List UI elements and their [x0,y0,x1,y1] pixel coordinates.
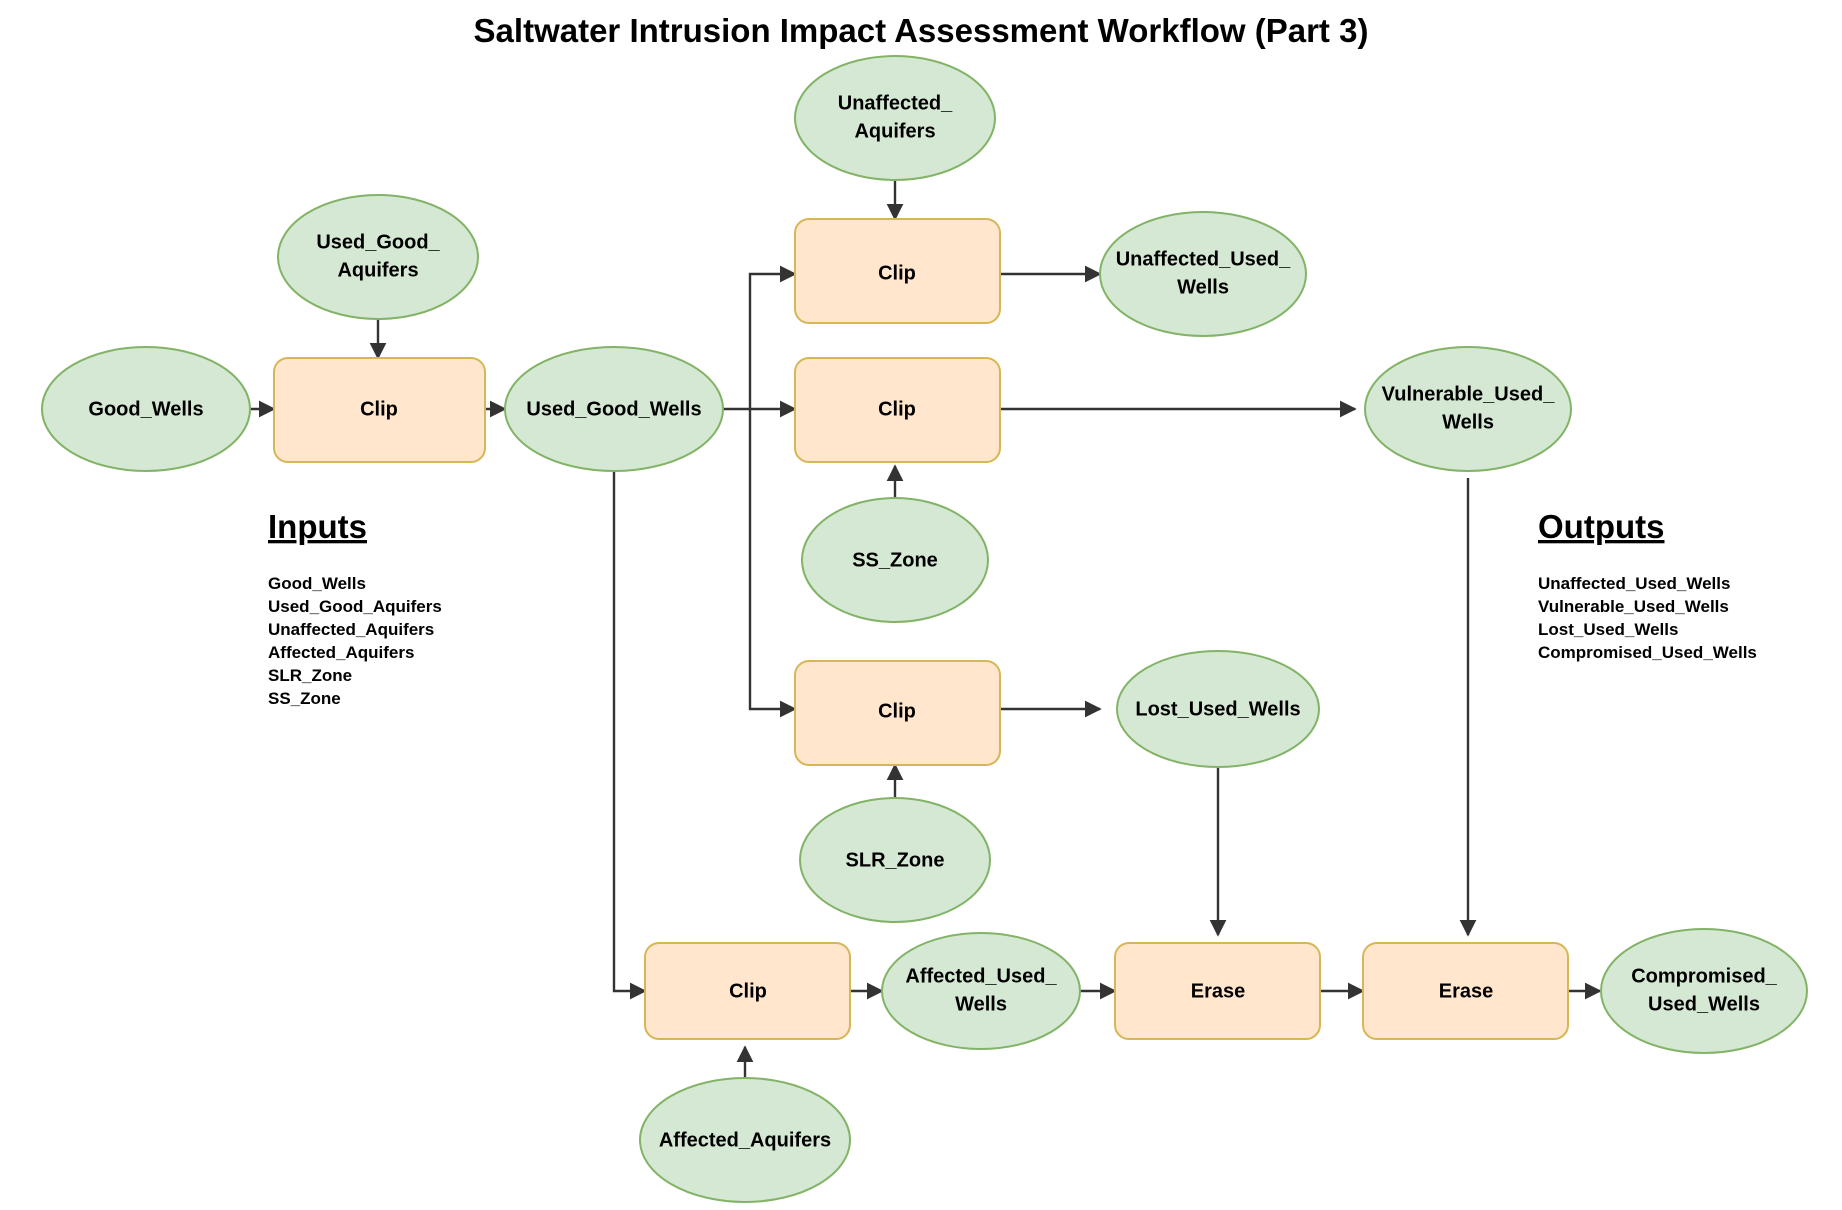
data-node-shape [1600,928,1808,1054]
node-clip-4[interactable]: Clip [794,660,1001,766]
outputs-heading: Outputs [1538,508,1664,545]
node-affected-aquifers[interactable]: Affected_Aquifers [639,1077,851,1203]
node-compromised-used-wells[interactable]: Compromised_ Used_Wells [1600,928,1808,1054]
node-clip-3[interactable]: Clip [794,357,1001,463]
inputs-item: Unaffected_Aquifers [268,620,434,639]
node-label-line2: Aquifers [337,259,418,281]
node-label-line2: Used_Wells [1648,993,1760,1015]
node-label-line2: Wells [1442,411,1494,433]
inputs-item: SS_Zone [268,689,341,708]
node-clip-5[interactable]: Clip [644,942,851,1040]
inputs-item: Used_Good_Aquifers [268,597,442,616]
node-lost-used-wells[interactable]: Lost_Used_Wells [1116,650,1320,768]
outputs-item: Lost_Used_Wells [1538,620,1678,639]
inputs-heading: Inputs [268,508,367,545]
node-label: Good_Wells [88,398,203,420]
node-label: Clip [360,398,398,420]
node-clip-1[interactable]: Clip [273,357,486,463]
node-affected-used-wells[interactable]: Affected_Used_ Wells [881,932,1081,1050]
node-label: Unaffected_ [838,92,953,114]
node-label: Clip [878,262,916,284]
data-node-shape [1364,346,1572,472]
node-label-line2: Wells [1177,276,1229,298]
data-node-shape [639,1077,851,1203]
node-slr-zone[interactable]: SLR_Zone [799,797,991,923]
node-clip-2[interactable]: Clip [794,218,1001,324]
inputs-legend: Inputs Good_Wells Used_Good_Aquifers Una… [268,508,442,708]
process-node-shape [1362,942,1569,1040]
node-erase-1[interactable]: Erase [1114,942,1321,1040]
node-label: Clip [729,980,767,1002]
inputs-item: Affected_Aquifers [268,643,414,662]
process-node-shape [644,942,851,1040]
node-used-good-aquifers[interactable]: Used_Good_ Aquifers [277,194,479,320]
edge-bus-to-clip2 [748,265,797,409]
node-unaffected-used-wells[interactable]: Unaffected_Used_ Wells [1099,211,1307,337]
process-node-shape [1114,942,1321,1040]
node-vulnerable-used-wells[interactable]: Vulnerable_Used_ Wells [1364,346,1572,472]
node-label: Affected_Used_ [905,965,1057,987]
node-label: SS_Zone [852,549,938,571]
data-node-shape [1099,211,1307,337]
node-label: Lost_Used_Wells [1135,698,1300,720]
edge-used-good-wells-to-clip5 [612,465,647,1000]
data-node-shape [794,55,996,181]
node-label: Affected_Aquifers [659,1129,831,1151]
page-title: Saltwater Intrusion Impact Assessment Wo… [474,12,1369,49]
node-erase-2[interactable]: Erase [1362,942,1569,1040]
outputs-item: Compromised_Used_Wells [1538,643,1757,662]
node-label: Erase [1191,980,1246,1002]
process-node-shape [273,357,486,463]
outputs-item: Unaffected_Used_Wells [1538,574,1730,593]
data-node-shape [799,797,991,923]
node-label-line2: Aquifers [854,120,935,142]
node-label: Vulnerable_Used_ [1382,383,1556,405]
data-node-shape [277,194,479,320]
node-label: Unaffected_Used_ [1116,248,1291,270]
inputs-item: SLR_Zone [268,666,352,685]
outputs-legend: Outputs Unaffected_Used_Wells Vulnerable… [1538,508,1757,662]
node-label: Clip [878,398,916,420]
node-used-good-wells[interactable]: Used_Good_Wells [504,346,724,472]
node-good-wells[interactable]: Good_Wells [41,346,251,472]
node-label: Used_Good_ [316,231,440,253]
node-label: SLR_Zone [846,849,945,871]
node-label: Compromised_ [1631,965,1777,987]
data-node-shape [1116,650,1320,768]
inputs-item: Good_Wells [268,574,366,593]
process-node-shape [794,357,1001,463]
data-node-shape [41,346,251,472]
node-label: Clip [878,700,916,722]
outputs-item: Vulnerable_Used_Wells [1538,597,1729,616]
process-node-shape [794,660,1001,766]
edge-bus-to-clip4 [748,409,797,718]
data-node-shape [881,932,1081,1050]
node-label: Used_Good_Wells [526,398,701,420]
node-label-line2: Wells [955,993,1007,1015]
data-node-shape [504,346,724,472]
node-ss-zone[interactable]: SS_Zone [801,497,989,623]
node-unaffected-aquifers[interactable]: Unaffected_ Aquifers [794,55,996,181]
data-node-shape [801,497,989,623]
process-node-shape [794,218,1001,324]
node-label: Erase [1439,980,1494,1002]
